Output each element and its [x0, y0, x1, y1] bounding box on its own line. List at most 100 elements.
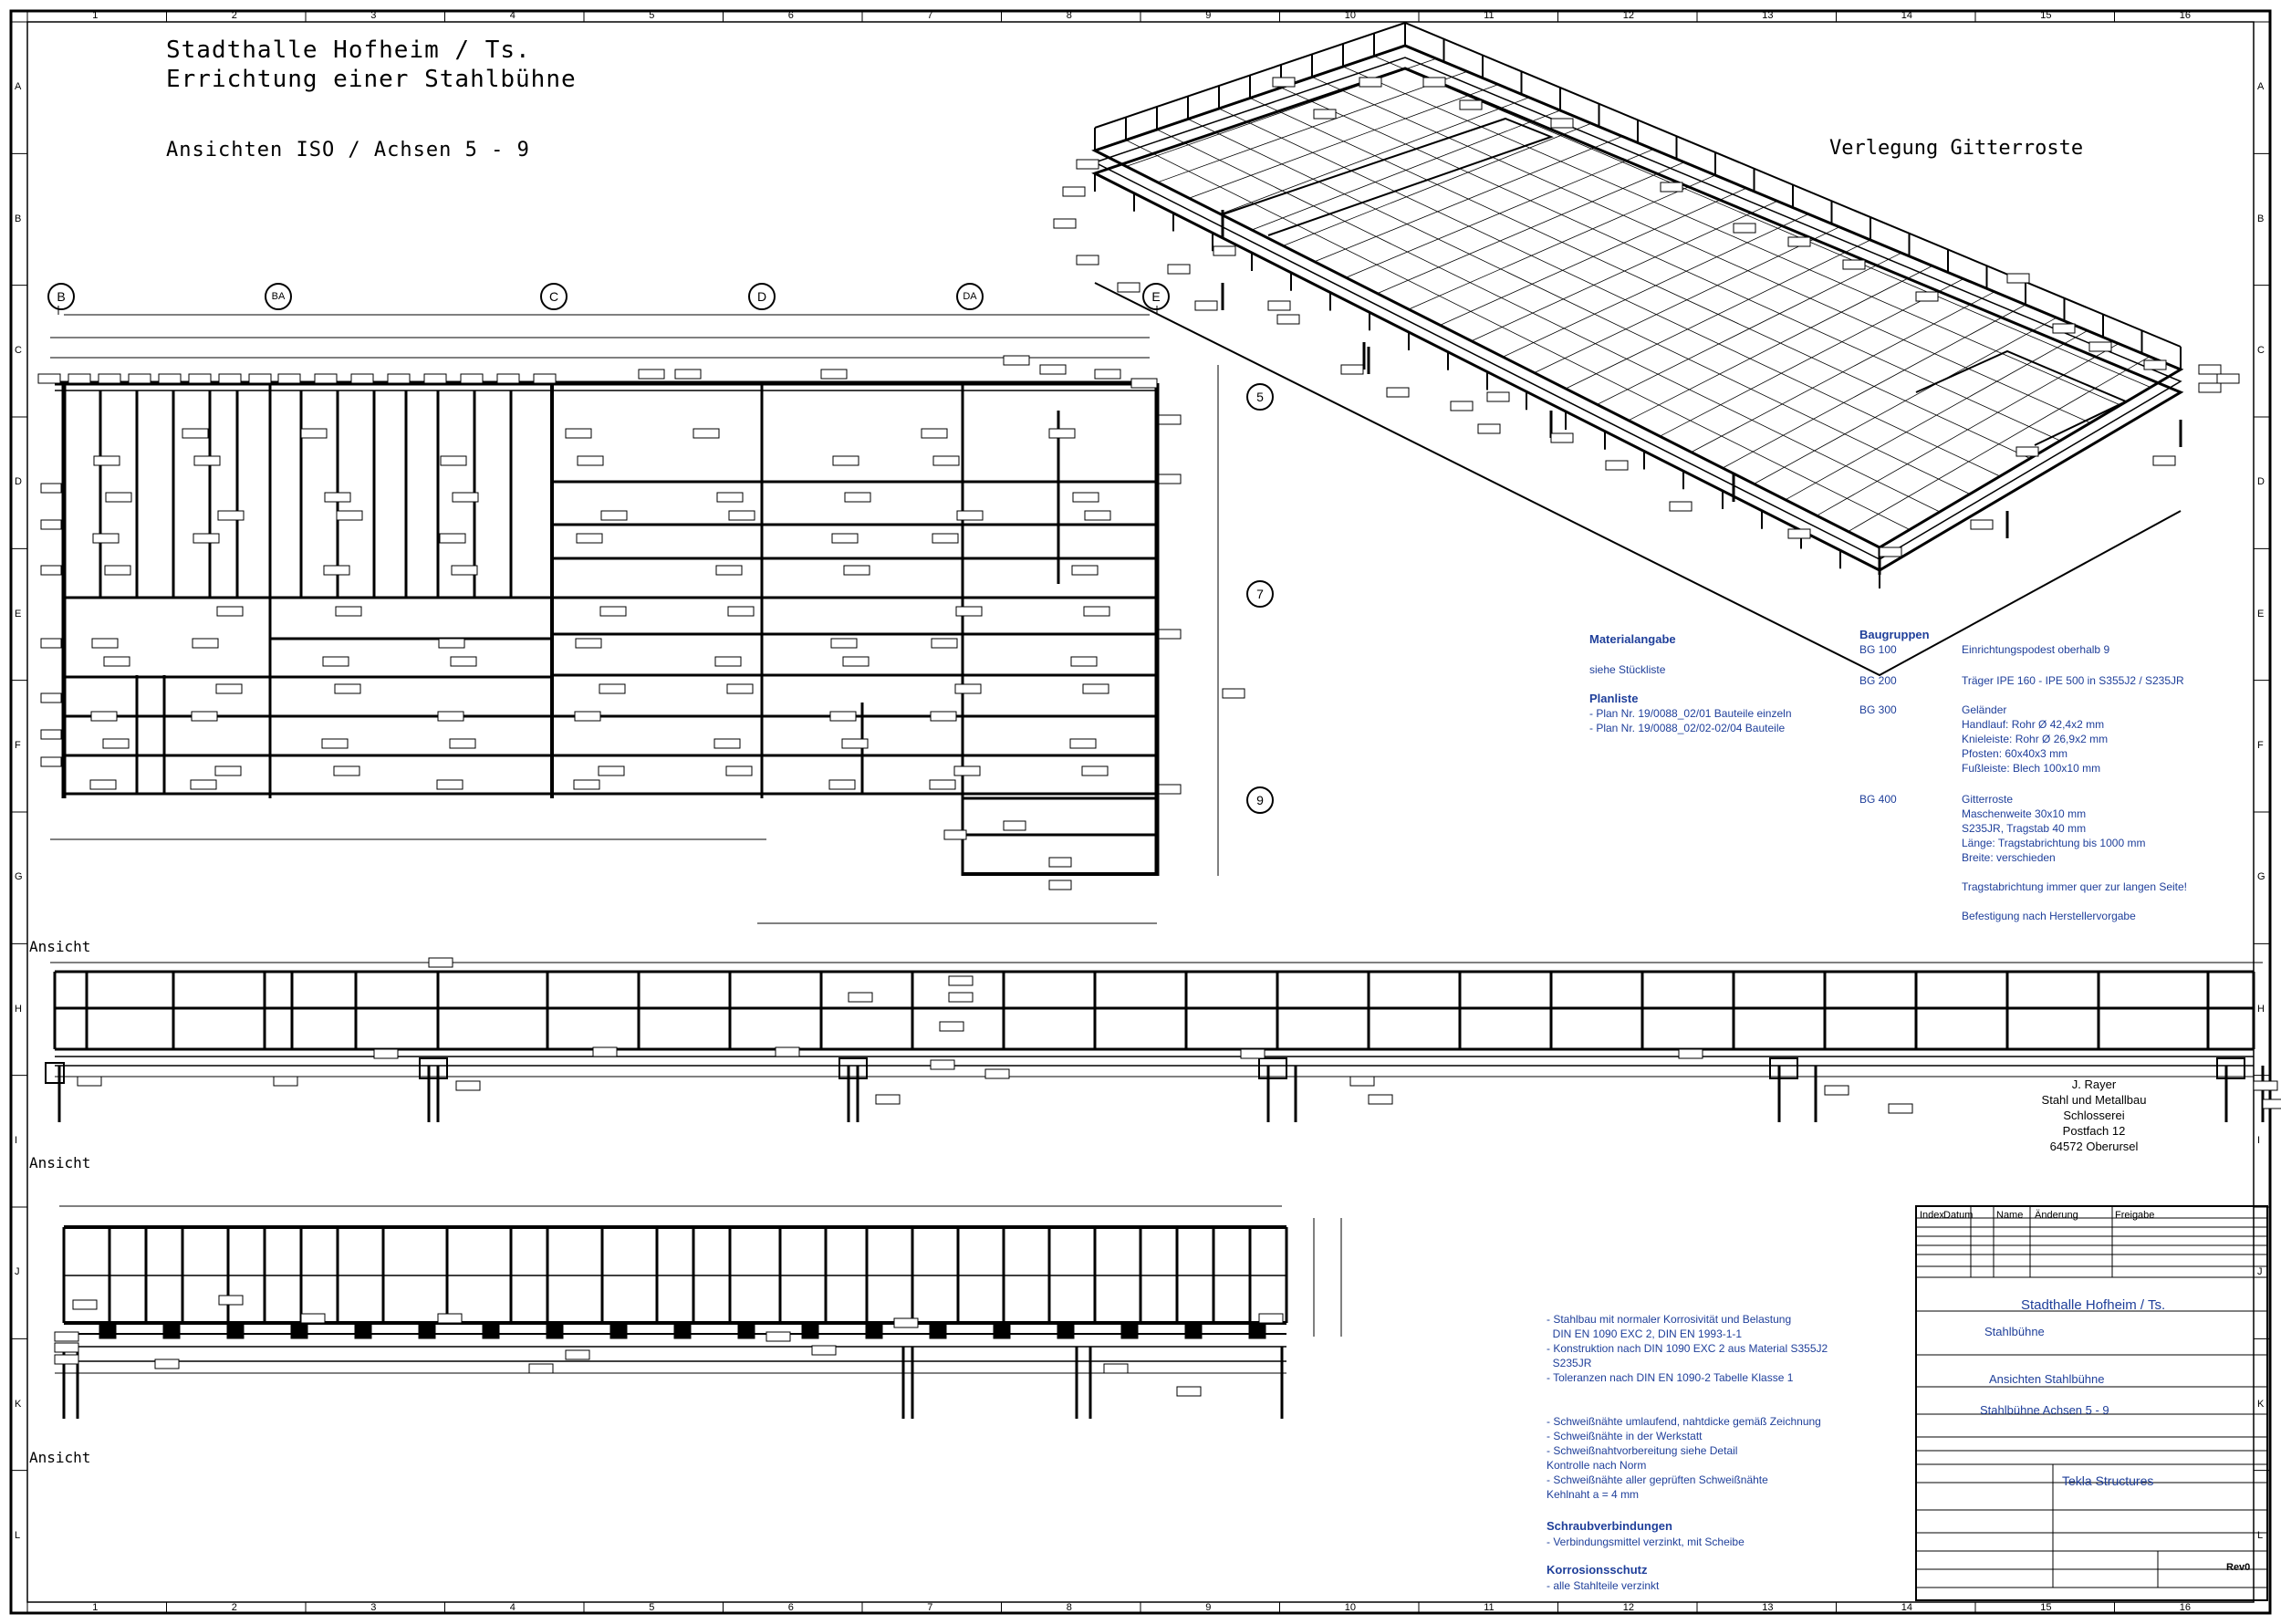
elevation-baseplate: [419, 1057, 448, 1079]
part-tag: [1117, 282, 1140, 293]
part-tag: [955, 606, 983, 617]
part-tag: [440, 455, 467, 466]
elevation-joist-end: [226, 1323, 245, 1339]
part-tag: [154, 1359, 180, 1369]
welding-notes: - Schweißnähte umlaufend, nahtdicke gemä…: [1547, 1415, 1821, 1501]
grid-row-label: E: [15, 608, 22, 619]
part-tag: [218, 1295, 244, 1306]
part-tag: [300, 428, 328, 439]
part-tag: [1070, 656, 1098, 667]
iso-grating-line: [1189, 84, 1499, 199]
part-tag: [439, 533, 466, 544]
part-tag: [1970, 519, 1994, 530]
elevation-part-tags: [54, 957, 2281, 1397]
iso-grating-line: [1722, 304, 2026, 469]
part-tag: [1669, 501, 1693, 512]
part-tag: [92, 533, 120, 544]
tb-head-name: Name: [1996, 1210, 2024, 1221]
part-tag: [1660, 182, 1683, 193]
part-tag: [2006, 273, 2030, 284]
grid-col-label: 13: [1762, 1602, 1774, 1613]
tb-head-index: Index: [1920, 1210, 1944, 1221]
part-tag: [77, 1076, 102, 1087]
part-tag: [533, 373, 557, 384]
elevation-joist-end: [99, 1323, 117, 1339]
part-tag: [2015, 446, 2039, 457]
part-tag: [726, 683, 754, 694]
part-tag: [335, 606, 362, 617]
part-tag: [1368, 1094, 1393, 1105]
part-tag: [693, 428, 720, 439]
part-tag: [1176, 1386, 1202, 1397]
part-tag: [314, 373, 338, 384]
part-tag: [830, 638, 858, 649]
elevation-joist-end: [1057, 1323, 1075, 1339]
part-tag: [2253, 1080, 2278, 1091]
axis-marker-5: 5: [1246, 383, 1274, 411]
part-tag: [2088, 341, 2112, 352]
part-tag: [423, 373, 447, 384]
part-tag: [948, 975, 974, 986]
grid-col-label: 4: [509, 10, 516, 21]
group-code-200: BG 200: [1859, 674, 1897, 687]
part-tag: [1003, 355, 1030, 366]
axis-marker-ba: BA: [265, 283, 292, 310]
company-line-4: Postfach 12: [2062, 1124, 2126, 1138]
part-tag: [932, 455, 960, 466]
part-tag: [190, 779, 217, 790]
part-tag: [1048, 857, 1072, 868]
part-tag: [449, 738, 476, 749]
part-tag: [451, 565, 478, 576]
part-tag: [1222, 688, 1245, 699]
grid-col-label: 6: [787, 10, 794, 21]
grid-row-label: L: [2257, 1529, 2264, 1541]
part-tag: [437, 1313, 463, 1324]
part-tag: [188, 373, 212, 384]
grid-row-label: B: [15, 213, 22, 224]
part-tag: [191, 711, 218, 722]
part-tag: [1349, 1076, 1375, 1087]
iso-grating-line: [1534, 226, 1840, 373]
part-tag: [1003, 820, 1026, 831]
grid-row-label: F: [15, 739, 21, 751]
grid-col-label: 7: [927, 10, 933, 21]
company-line-3: Schlosserei: [2063, 1109, 2125, 1122]
part-tag: [40, 483, 62, 494]
iso-grating-line: [1283, 122, 1592, 246]
axis-marker-e: E: [1142, 283, 1170, 310]
grid-col-label: 6: [787, 1602, 794, 1613]
grid-col-label: 15: [2040, 10, 2052, 21]
company-line-2: Stahl und Metallbau: [2041, 1093, 2147, 1107]
elevation-joist-end: [482, 1323, 500, 1339]
part-tag: [104, 565, 131, 576]
axis-marker-d: D: [748, 283, 776, 310]
iso-grating-line: [1848, 356, 2151, 532]
grid-row-label: C: [15, 344, 22, 356]
part-tag: [574, 711, 601, 722]
part-tag: [215, 683, 243, 694]
part-tag: [1787, 528, 1811, 539]
axis-marker-9: 9: [1246, 786, 1274, 814]
part-tag: [182, 428, 209, 439]
elevation-baseplate: [1258, 1057, 1287, 1079]
part-tag: [373, 1048, 399, 1059]
elevation-joist-end: [673, 1323, 692, 1339]
grid-col-label: 9: [1205, 10, 1212, 21]
part-tag: [1083, 606, 1110, 617]
part-tag: [1130, 378, 1158, 389]
tb-head-release: Freigabe: [2115, 1210, 2155, 1221]
axis-marker-da: DA: [956, 283, 984, 310]
part-tag: [943, 829, 967, 840]
part-tag: [216, 606, 244, 617]
iso-grating-line: [1373, 56, 2151, 388]
iso-grating-line: [1156, 129, 1941, 513]
part-tag: [217, 510, 245, 521]
part-tag: [321, 738, 349, 749]
grid-col-label: 7: [927, 1602, 933, 1613]
part-tag: [1076, 159, 1099, 170]
part-tag: [1459, 99, 1483, 110]
grid-col-label: 12: [1622, 10, 1634, 21]
drawing-subtitle: Errichtung einer Stahlbühne: [166, 66, 577, 93]
iso-grating-line: [1342, 66, 2121, 406]
part-tag: [1313, 109, 1337, 120]
